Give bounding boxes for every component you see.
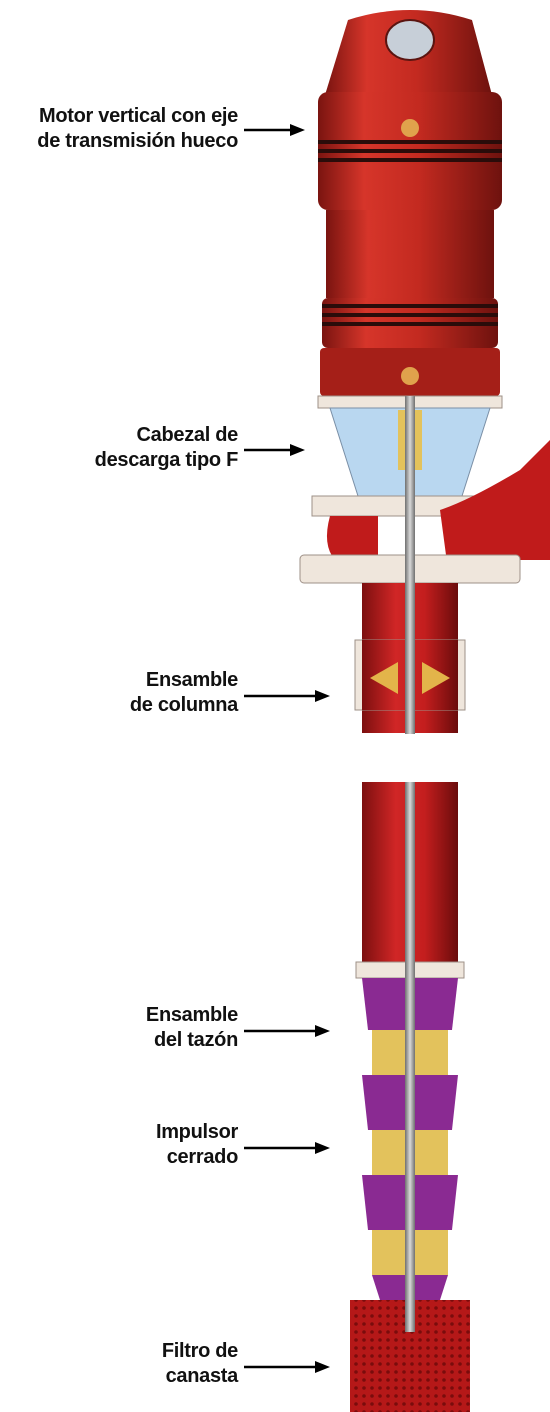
shaft-upper <box>405 396 415 734</box>
callout-arrows <box>244 124 330 1373</box>
shaft-lower <box>405 782 415 1332</box>
motor <box>318 10 502 396</box>
discharge-head <box>300 396 550 583</box>
